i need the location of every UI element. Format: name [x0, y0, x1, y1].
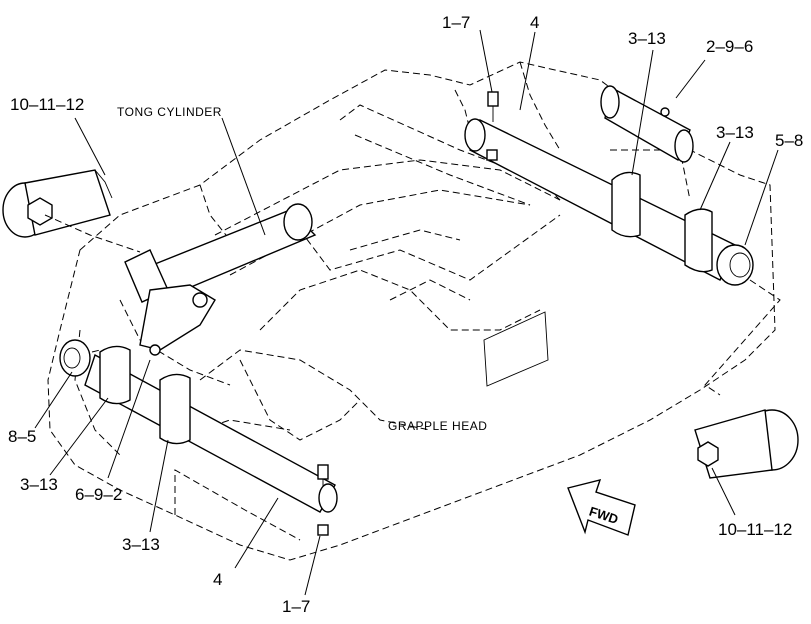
grapple-head-label: GRAPPLE HEAD — [388, 419, 487, 433]
callout-2-9-6: 2–9–6 — [706, 37, 753, 56]
alignment-line-right — [704, 279, 781, 396]
mounting-plate — [483, 311, 549, 387]
tong-cylinder — [124, 203, 317, 356]
callout-8-5: 8–5 — [8, 427, 36, 446]
callout-3-13-bottom: 3–13 — [122, 535, 160, 554]
bottom-pin-assembly — [59, 339, 338, 536]
callout-1-7-bottom: 1–7 — [282, 597, 310, 616]
top-pin-assembly — [464, 85, 754, 286]
callout-10-11-12-right: 10–11–12 — [718, 520, 792, 539]
callout-3-13-left: 3–13 — [20, 475, 58, 494]
callout-1-7-top: 1–7 — [442, 13, 470, 32]
tong-cylinder-label: TONG CYLINDER — [117, 105, 222, 119]
callout-4-bottom: 4 — [213, 570, 222, 589]
callout-3-13-top: 3–13 — [628, 29, 666, 48]
alignment-line-left — [44, 214, 141, 253]
callout-6-9-2: 6–9–2 — [75, 485, 122, 504]
callout-3-13-right: 3–13 — [716, 123, 754, 142]
leader-lines — [34, 29, 779, 596]
grease-cap-left — [2, 169, 113, 238]
callout-5-8: 5–8 — [775, 131, 803, 150]
callout-4-top: 4 — [530, 13, 539, 32]
grease-cap-right — [694, 409, 799, 479]
fwd-arrow: FWD — [567, 479, 636, 536]
callout-10-11-12-left: 10–11–12 — [10, 95, 84, 114]
